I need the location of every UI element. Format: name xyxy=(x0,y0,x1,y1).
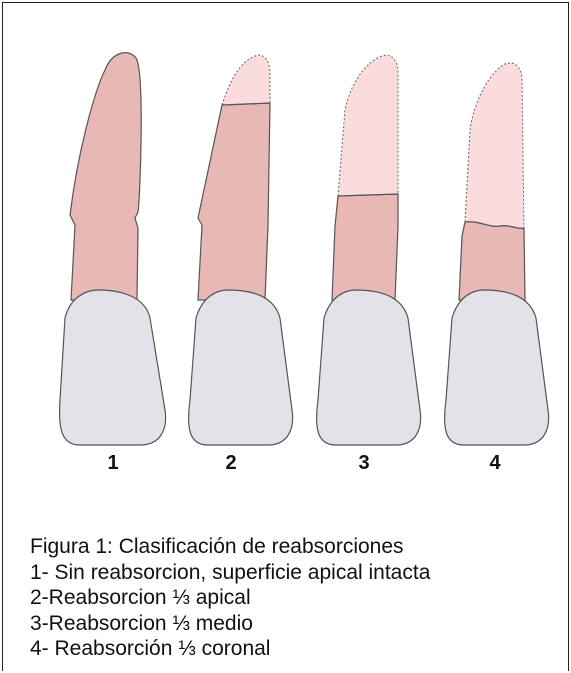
tooth-4-root xyxy=(459,222,525,300)
tooth-3-root xyxy=(332,194,398,300)
tooth-2-crown xyxy=(189,290,293,445)
caption-line-1: 1- Sin reabsorcion, superficie apical in… xyxy=(30,560,430,586)
tooth-4-label: 4 xyxy=(480,452,510,475)
tooth-1-crown xyxy=(60,290,166,445)
tooth-3 xyxy=(317,55,421,445)
tooth-1 xyxy=(60,53,166,445)
tooth-1-root xyxy=(70,53,141,300)
tooth-1-label: 1 xyxy=(98,452,128,475)
tooth-2-root xyxy=(198,103,270,300)
tooth-2-label: 2 xyxy=(216,452,246,475)
caption-line-3: 3-Reabsorcion ⅓ medio xyxy=(30,611,430,637)
figure-caption: Figura 1: Clasificación de reabsorciones… xyxy=(30,534,430,662)
caption-title: Figura 1: Clasificación de reabsorciones xyxy=(30,534,430,560)
tooth-3-label: 3 xyxy=(349,452,379,475)
caption-line-2: 2-Reabsorcion ⅓ apical xyxy=(30,585,430,611)
caption-line-4: 4- Reabsorción ⅓ coronal xyxy=(30,636,430,662)
tooth-3-crown xyxy=(317,290,421,445)
tooth-2 xyxy=(189,55,293,445)
tooth-3-resorbed-area xyxy=(338,55,398,196)
tooth-2-resorbed-apex xyxy=(222,55,270,105)
tooth-4 xyxy=(445,63,549,445)
tooth-4-resorbed-area xyxy=(465,63,524,228)
tooth-4-crown xyxy=(445,290,549,445)
